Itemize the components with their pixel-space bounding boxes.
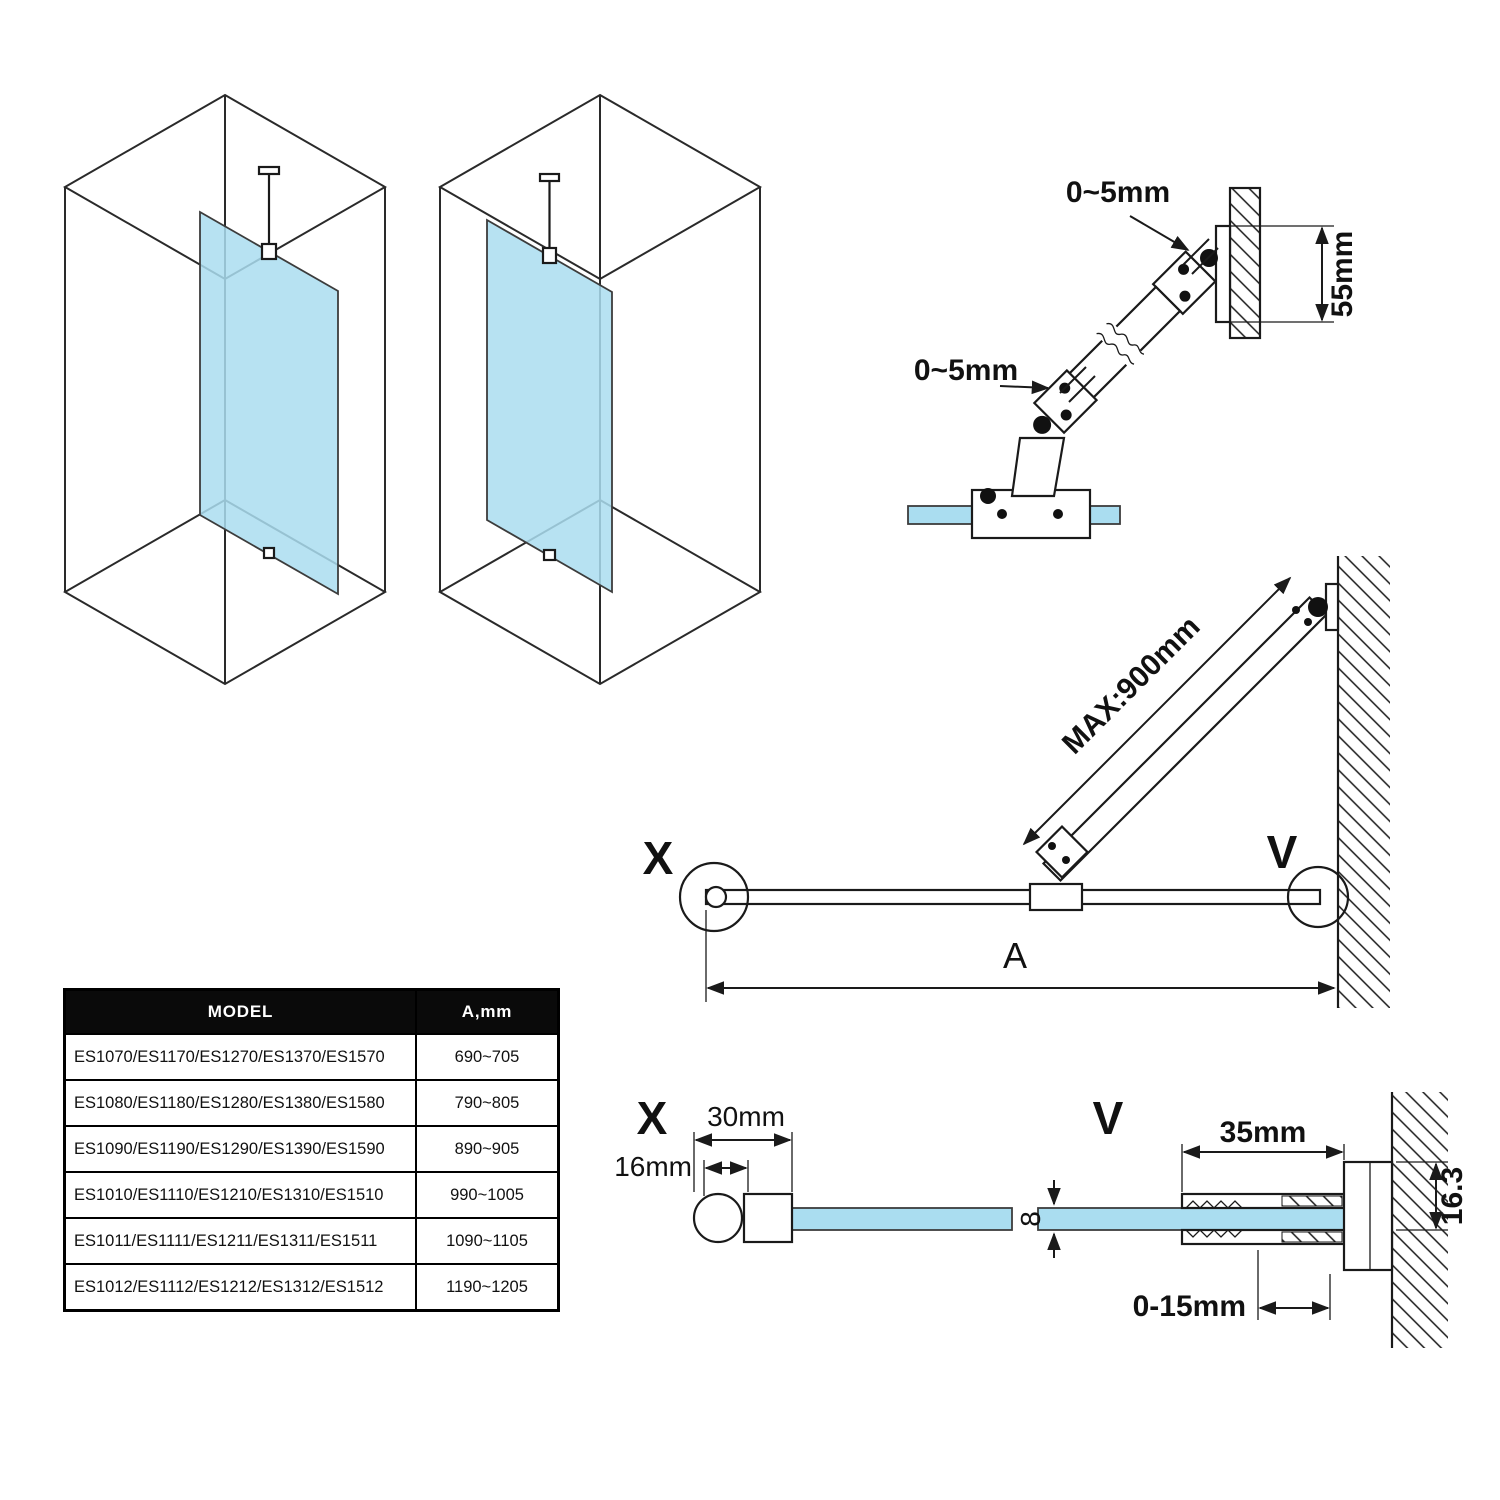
glass-panel (199, 210, 339, 596)
model-cell: ES1012/ES1112/ES1212/ES1312/ES1512 (63, 1263, 417, 1312)
screw-dot (1048, 842, 1056, 850)
rod-clamp (541, 246, 558, 265)
dim-arrow-max (1022, 576, 1292, 846)
dim-adjust-range: 0-15mm (1133, 1290, 1246, 1323)
dim-profile-width: 30mm (707, 1101, 785, 1132)
callout-label-v: V (1267, 826, 1298, 878)
floor-anchor (542, 548, 557, 562)
gap-tick (1182, 238, 1210, 266)
table-row: ES1090/ES1190/ES1290/ES1390/ES1590 890~9… (63, 1125, 560, 1173)
callout-circle-v (1286, 865, 1350, 929)
a-cell: 1190~1205 (415, 1263, 560, 1312)
isometric-view-left (62, 93, 388, 686)
detail-v: V 8 35mm 16.3 0-15mm (1015, 1092, 1469, 1348)
model-table: MODEL A,mm ES1070/ES1170/ES1270/ES1370/E… (63, 988, 560, 1312)
bar-base-clamp (1028, 882, 1084, 912)
a-cell: 690~705 (415, 1033, 560, 1081)
leader-arrow (999, 380, 1050, 395)
dim-gap-mid: 0~5mm (914, 354, 1018, 387)
screw-dot (1053, 509, 1063, 519)
ceiling-mount (538, 172, 561, 183)
gap-tick (1059, 366, 1087, 394)
floor-anchor (262, 546, 276, 560)
table-row: ES1070/ES1170/ES1270/ES1370/ES1570 690~7… (63, 1033, 560, 1081)
screw-dot (1292, 606, 1300, 614)
assembly-diagram: MAX:900mm X V A (643, 556, 1390, 1008)
lower-bracket (1032, 368, 1099, 435)
dim-profile-height: 16.3 (1436, 1167, 1469, 1225)
gasket-hatch (1281, 1195, 1343, 1207)
model-cell: ES1090/ES1190/ES1290/ES1390/ES1590 (63, 1125, 417, 1173)
break-gap (1098, 323, 1144, 369)
leader-arrow (1129, 215, 1190, 251)
dim-profile-offset: 16mm (614, 1151, 692, 1182)
gasket-hatch (1281, 1231, 1343, 1243)
isometric-view-right (437, 93, 763, 686)
room-edges (64, 95, 386, 684)
break-line (1096, 332, 1135, 365)
a-column-header: A,mm (415, 988, 560, 1035)
pivot-dot (1033, 415, 1052, 434)
ceiling-mount (257, 165, 281, 176)
screw-dot (997, 509, 1007, 519)
detail-x-label: X (637, 1092, 668, 1144)
wall-hatch (1338, 556, 1390, 1008)
glass-section (767, 1207, 1013, 1231)
model-column-header: MODEL (63, 988, 417, 1035)
wall-profile (1342, 1160, 1394, 1272)
rod-clamp (260, 242, 278, 261)
dim-width-a: A (1003, 935, 1027, 976)
model-cell: ES1080/ES1180/ES1280/ES1380/ES1580 (63, 1079, 417, 1127)
detail-v-label: V (1093, 1092, 1124, 1144)
pivot-dot (980, 488, 996, 504)
dim-glass-thickness: 8 (1015, 1211, 1046, 1227)
room-edges (439, 95, 761, 684)
bracket-detail: 0~5mm 0~5mm 55mm (907, 176, 1359, 540)
glass-section (1037, 1207, 1345, 1231)
wall-plate (1214, 224, 1232, 324)
support-bar-assembly (1032, 249, 1218, 435)
a-cell: 990~1005 (415, 1171, 560, 1219)
pivot-connector (1010, 436, 1066, 498)
screw-dot (1060, 409, 1072, 421)
dim-profile-depth: 35mm (1220, 1116, 1307, 1149)
serration (1185, 1229, 1243, 1238)
gap-tick (1191, 247, 1219, 275)
glass-top-view (704, 888, 1322, 906)
screw-dot (1178, 263, 1190, 275)
callout-circle-x (678, 861, 750, 933)
screw-dot (1304, 618, 1312, 626)
wall-pivot-dot (1308, 597, 1328, 617)
end-profile-knob (692, 1192, 744, 1244)
wall-hatch (1228, 186, 1262, 340)
model-cell: ES1011/ES1111/ES1211/ES1311/ES1511 (63, 1217, 417, 1265)
callout-label-x: X (643, 832, 674, 884)
screw-dot (1179, 290, 1191, 302)
dim-gap-top: 0~5mm (1066, 176, 1170, 209)
detail-x: X 30mm 16mm (614, 1092, 1013, 1244)
glass-panel (486, 218, 613, 594)
dim-plate-height: 55mm (1326, 231, 1359, 318)
gap-tick (1068, 375, 1096, 403)
model-cell: ES1010/ES1110/ES1210/ES1310/ES1510 (63, 1171, 417, 1219)
table-row: ES1010/ES1110/ES1210/ES1310/ES1510 990~1… (63, 1171, 560, 1219)
model-cell: ES1070/ES1170/ES1270/ES1370/ES1570 (63, 1033, 417, 1081)
table-header-row: MODEL A,mm (63, 988, 560, 1035)
table-row: ES1011/ES1111/ES1211/ES1311/ES1511 1090~… (63, 1217, 560, 1265)
table-row: ES1080/ES1180/ES1280/ES1380/ES1580 790~8… (63, 1079, 560, 1127)
a-cell: 890~905 (415, 1125, 560, 1173)
end-profile-channel (742, 1192, 794, 1244)
break-line (1106, 323, 1145, 355)
table-row: ES1012/ES1112/ES1212/ES1312/ES1512 1190~… (63, 1263, 560, 1312)
serration (1185, 1200, 1243, 1209)
glass-end-knob (704, 885, 728, 909)
a-cell: 790~805 (415, 1079, 560, 1127)
screw-dot (1062, 856, 1070, 864)
a-cell: 1090~1105 (415, 1217, 560, 1265)
